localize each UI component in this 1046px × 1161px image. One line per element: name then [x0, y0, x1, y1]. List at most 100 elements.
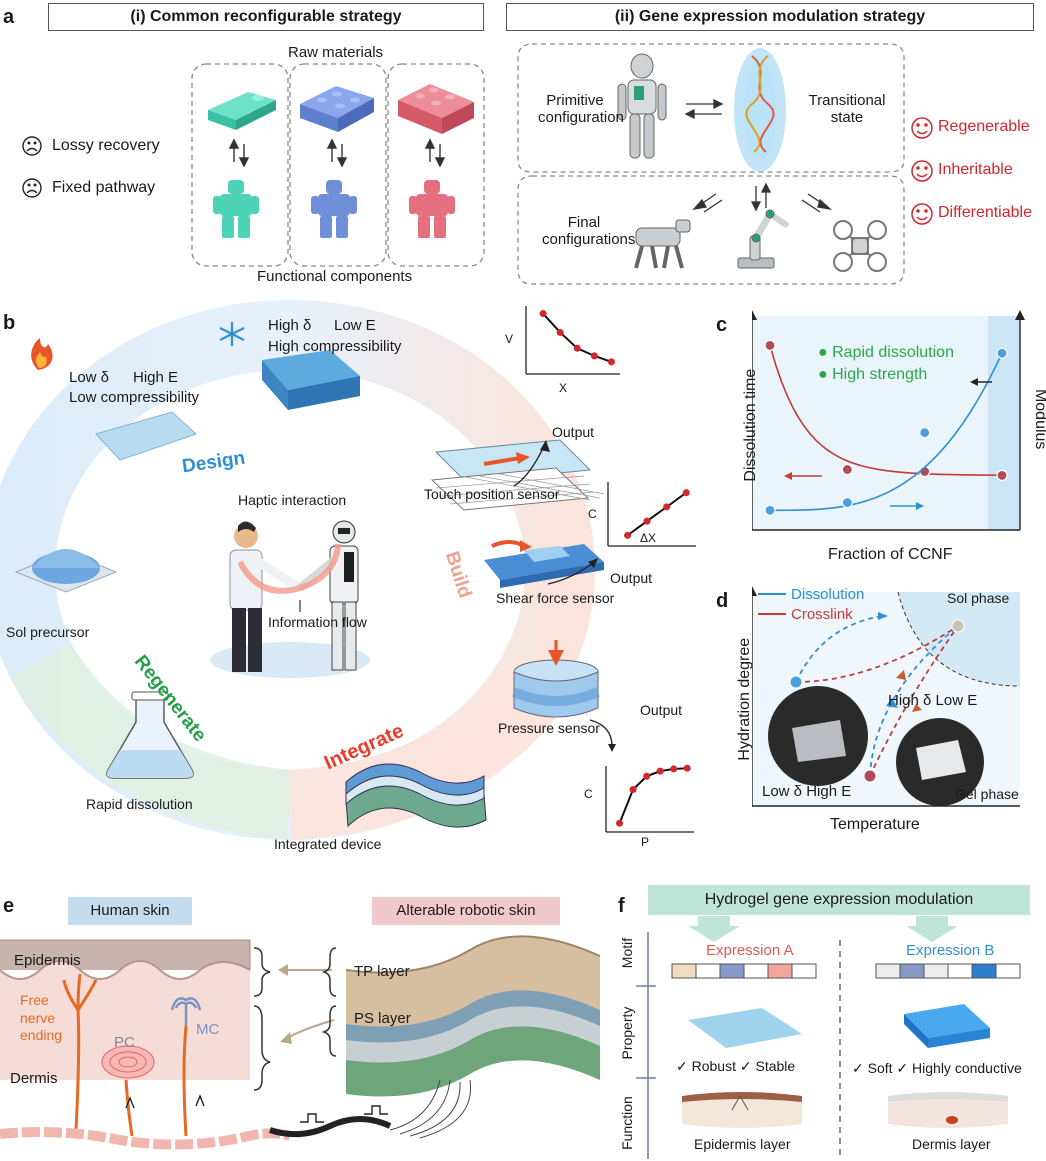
- data-point: [841, 496, 853, 509]
- series-curve: [769, 352, 1003, 512]
- panel-e-letter: e: [3, 895, 15, 917]
- check-icon: ●: [818, 366, 828, 383]
- sol-precursor-label: Sol precursor: [6, 624, 90, 640]
- human-skin-header: Human skin: [68, 897, 192, 925]
- data-point: [643, 517, 651, 525]
- tp-layer-label: TP layer: [354, 963, 410, 980]
- robust-hydrogel: [688, 1008, 802, 1048]
- sad-face-icons: [22, 136, 42, 198]
- pressure-sensor-label: Pressure sensor: [498, 720, 600, 736]
- y-right-axis-arrow: [1015, 310, 1025, 320]
- strategy-ii-header: (ii) Gene expression modulation strategy: [506, 3, 1034, 31]
- rapid-dissolution-label: Rapid dissolution: [86, 796, 193, 812]
- data-point: [573, 344, 581, 352]
- data-point: [764, 339, 776, 352]
- low-delta-label: Low δ: [69, 369, 110, 386]
- dermis-layer-icon: [888, 1092, 1008, 1128]
- pressure-sensor-icon: [512, 640, 600, 718]
- differentiable-label: Differentiable: [938, 204, 1032, 221]
- flame-icon: [31, 338, 53, 370]
- inheritable-label: Inheritable: [938, 161, 1013, 178]
- meissner-corpuscle-icon: [170, 997, 202, 1026]
- drone-icon: [833, 220, 887, 272]
- panel-c-letter: c: [716, 314, 728, 336]
- output-label-1: Output: [552, 424, 595, 440]
- blue-arrow-head: [916, 502, 924, 510]
- c-xlabel: Fraction of CCNF: [828, 546, 953, 563]
- robot-dog-icon: [634, 219, 691, 269]
- lossy-recovery-label: Lossy recovery: [52, 137, 160, 154]
- rapid-dissolution-text: Rapid dissolution: [832, 344, 954, 361]
- free-nerve-ending-label: Free nerve ending: [20, 992, 63, 1043]
- panel-d-chart: [752, 586, 1021, 807]
- primitive-configuration-label: Primitive configuration: [538, 92, 624, 127]
- fixed-pathway-label: Fixed pathway: [52, 179, 156, 196]
- epidermis-label: Epidermis: [14, 952, 81, 969]
- blue-figure-icon: [311, 180, 357, 238]
- robotic-skin-header: Alterable robotic skin: [372, 897, 560, 925]
- output-label-2: Output: [610, 570, 653, 586]
- final-configurations-label: Final configurations: [542, 214, 636, 249]
- property-label: Property: [618, 1006, 635, 1060]
- thin-hydrogel-sheet: [95, 411, 197, 461]
- dissolution-legend: Dissolution: [791, 586, 865, 603]
- high-strength-check: ● High strength: [818, 366, 927, 384]
- data-point: [539, 310, 547, 318]
- data-point: [996, 469, 1008, 481]
- touch-position-sensor-label: Touch position sensor: [424, 486, 560, 502]
- teal-figure-icon: [213, 180, 259, 238]
- plot2-ylabel: C: [588, 507, 597, 521]
- chart-background: [752, 316, 1020, 530]
- expression-b-label: Expression B: [906, 942, 995, 959]
- high-strength-text: High strength: [832, 366, 928, 383]
- gel-phase-label: Gel phase: [955, 786, 1019, 802]
- curve: [618, 767, 688, 824]
- motif-bar-a: [671, 963, 817, 979]
- plot2-xlabel: ΔX: [640, 531, 657, 545]
- high-delta-label: High δ: [268, 317, 312, 334]
- motif-bar-b: [875, 963, 1021, 979]
- dermis-label: Dermis: [10, 1070, 58, 1087]
- rapid-dissolution-check: ● Rapid dissolution: [818, 344, 954, 362]
- ps-layer-label: PS layer: [354, 1010, 411, 1027]
- data-point: [663, 503, 671, 511]
- arrows-i: [228, 138, 446, 168]
- information-flow-label: Information flow: [268, 614, 367, 630]
- panel-e-graphics: [0, 935, 601, 1150]
- mc-label: MC: [196, 1021, 220, 1038]
- wires: [389, 1079, 472, 1139]
- function-label: Function: [618, 1096, 635, 1150]
- data-point: [629, 785, 637, 793]
- series-curve: [769, 345, 1003, 477]
- shear-capacitance-plot: [607, 482, 696, 547]
- data-point: [556, 328, 564, 336]
- transitional-state-label: Transitional state: [808, 92, 886, 127]
- flask-icon: [106, 691, 194, 779]
- data-point: [683, 764, 691, 772]
- black-arrow-head: [970, 378, 978, 386]
- soft-conductive-label: ✓ Soft ✓ Highly conductive: [852, 1060, 1022, 1076]
- low-compressibility-label: Low compressibility: [69, 389, 200, 406]
- soft-hydrogel: [904, 1004, 990, 1048]
- high-e-label: High E: [133, 369, 179, 386]
- shear-force-sensor-icon: [484, 540, 604, 588]
- box-pink: [387, 63, 485, 267]
- d-xlabel: Temperature: [830, 816, 920, 833]
- integrated-device-label: Integrated device: [274, 836, 382, 852]
- pink-figure-icon: [409, 180, 455, 238]
- touch-position-sensor-icon: [430, 439, 605, 511]
- y-axis-arrow: [752, 310, 757, 320]
- motif-label: Motif: [618, 937, 635, 969]
- plot3-ylabel: C: [584, 787, 593, 801]
- low-e-label: Low E: [334, 317, 376, 334]
- red-arrow-head: [784, 472, 792, 480]
- plot3-xlabel: P: [641, 835, 650, 849]
- robot-arm-icon: [737, 209, 790, 269]
- pc-label: PC: [114, 1034, 135, 1051]
- check-icon: ●: [818, 344, 828, 361]
- dna-cloud-icon: [734, 48, 786, 172]
- panel-b-letter: b: [3, 312, 16, 334]
- hydrogel-modulation-header: Hydrogel gene expression modulation: [648, 885, 1030, 915]
- functional-components-label: Functional components: [257, 268, 413, 285]
- box-teal: [191, 63, 289, 267]
